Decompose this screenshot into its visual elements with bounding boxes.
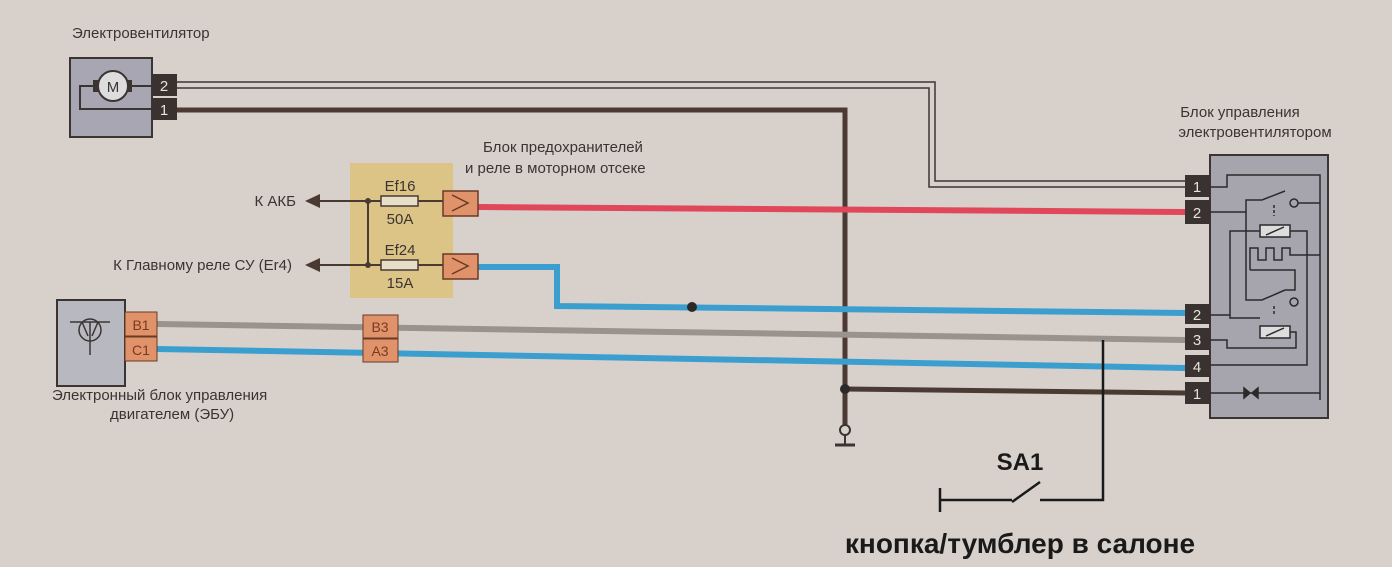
svg-text:1: 1 bbox=[1193, 179, 1201, 196]
controller-box bbox=[1209, 154, 1329, 419]
switch-caption: кнопка/тумблер в салоне bbox=[845, 528, 1195, 559]
ecu-pin-b1: B1 bbox=[132, 317, 149, 333]
controller-title-1: Блок управления bbox=[1180, 104, 1299, 121]
connector-pin-b3: B3 bbox=[371, 319, 388, 335]
controller-title-2: электровентилятором bbox=[1178, 124, 1331, 141]
feed-battery-label: К АКБ bbox=[255, 193, 297, 210]
svg-text:3: 3 bbox=[1193, 332, 1201, 349]
wire-red bbox=[477, 204, 1186, 215]
ecu-title-2: двигателем (ЭБУ) bbox=[110, 406, 234, 423]
fuse-connector-icon bbox=[442, 190, 479, 280]
fuse-ef16-rating: 50A bbox=[387, 211, 414, 228]
wire-brown-ground bbox=[844, 386, 1186, 396]
svg-text:2: 2 bbox=[1193, 205, 1201, 222]
arrow-left-icon bbox=[305, 258, 320, 272]
connector-pin-a3: A3 bbox=[371, 343, 388, 359]
svg-text:4: 4 bbox=[1193, 359, 1201, 376]
fuse-ef24-rating: 15A bbox=[387, 275, 414, 292]
relay-circuit-icon bbox=[1210, 174, 1321, 400]
svg-text:2: 2 bbox=[1193, 307, 1201, 324]
wire-fan1-brown bbox=[177, 107, 848, 428]
ground-icon bbox=[835, 424, 855, 447]
ecu-pin-c1: C1 bbox=[132, 342, 150, 358]
switch-label: SA1 bbox=[997, 449, 1044, 476]
fuse-block-title-2: и реле в моторном отсеке bbox=[465, 160, 646, 177]
wire-fan2-double bbox=[177, 81, 1185, 182]
fan-motor: M bbox=[69, 57, 153, 138]
motor-icon bbox=[97, 70, 129, 102]
switch-sa1-icon bbox=[938, 340, 1105, 512]
motor-symbol: M bbox=[107, 79, 120, 96]
controller-pins: 1 2 2 3 4 1 bbox=[1185, 175, 1210, 404]
wire-blue-main-relay bbox=[478, 264, 1186, 316]
feed-main-relay-label: К Главному реле СУ (Er4) bbox=[113, 257, 292, 274]
arrow-left-icon bbox=[305, 194, 320, 208]
ecu-box bbox=[56, 299, 126, 387]
fuse-ef16-name: Ef16 bbox=[385, 178, 416, 195]
fuse-ef16-icon bbox=[380, 195, 419, 207]
svg-text:1: 1 bbox=[1193, 386, 1201, 403]
ecu-title-1: Электронный блок управления bbox=[52, 387, 267, 404]
fuse-block-title-1: Блок предохранителей bbox=[483, 139, 643, 156]
transistor-icon bbox=[70, 318, 110, 355]
wire-blue-c1 bbox=[156, 346, 1186, 371]
fuse-ef24-icon bbox=[380, 259, 419, 271]
fan-pin-2: 2 bbox=[160, 78, 168, 95]
wire-grey-b1 bbox=[156, 321, 1186, 343]
fan-pin-1: 1 bbox=[160, 102, 168, 119]
wire-fan2-double-b bbox=[177, 87, 1185, 188]
fan-title: Электровентилятор bbox=[72, 25, 210, 42]
fuse-ef24-name: Ef24 bbox=[385, 242, 416, 259]
